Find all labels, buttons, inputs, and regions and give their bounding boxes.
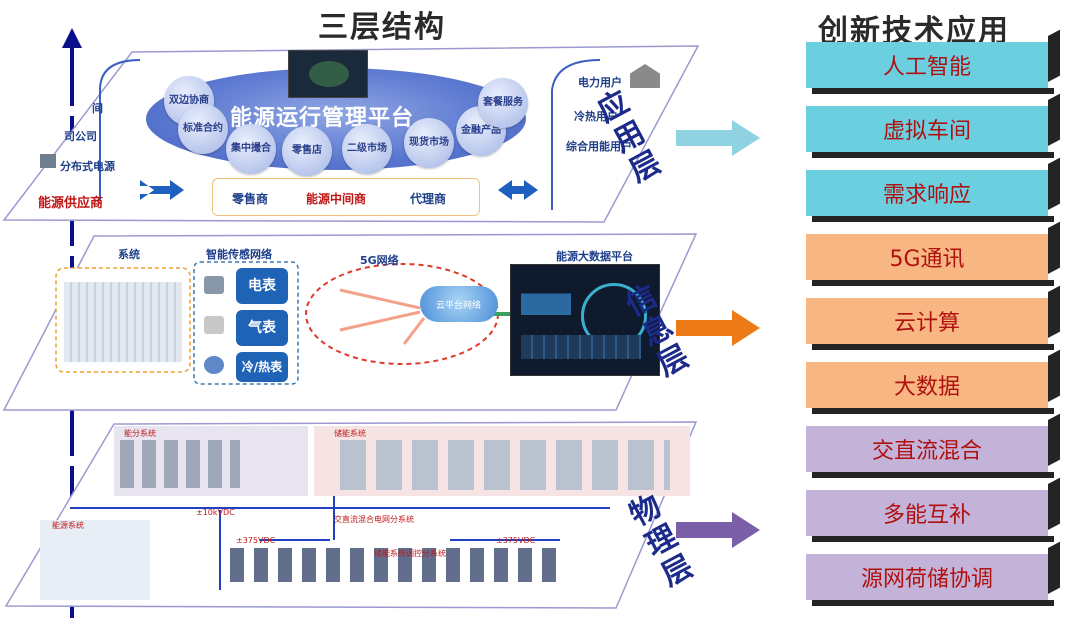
energy-supplier-label: 能源供应商 bbox=[38, 196, 104, 211]
right-label-integrated-user: 综合用能用户 bbox=[566, 140, 632, 153]
phys-layer-plane bbox=[4, 421, 698, 609]
bubble-central-matching: 集中撮合 bbox=[226, 124, 276, 174]
left-title: 三层结构 bbox=[318, 10, 446, 45]
bubble-package-service: 套餐服务 bbox=[478, 78, 528, 128]
electric-meter: 电表 bbox=[236, 268, 288, 304]
tech-ai-label: 人工智能 bbox=[882, 55, 971, 80]
net5g-label: 5G网络 bbox=[360, 254, 399, 267]
tech-cloud-computing-label: 云计算 bbox=[893, 311, 960, 336]
info-arrow bbox=[676, 310, 760, 346]
phys-label-5: 能源系统 bbox=[52, 521, 84, 530]
tech-ai: 人工智能 bbox=[806, 42, 1054, 94]
tech-acdc-hybrid: 交直流混合 bbox=[806, 426, 1054, 478]
cloud-icon bbox=[420, 286, 498, 322]
tech-demand-response: 需求响应 bbox=[806, 170, 1054, 222]
tech-demand-response-label: 需求响应 bbox=[882, 183, 971, 208]
phys-label-4: 储能系统调控分系统 bbox=[374, 549, 446, 558]
retailer-label: 零售商 bbox=[232, 192, 269, 206]
bubble-standard-contract: 标准合约 bbox=[178, 104, 228, 154]
phys-equipment-top-left bbox=[120, 440, 240, 488]
bubble-spot-market: 现货市场 bbox=[404, 118, 454, 168]
tech-big-data-label: 大数据 bbox=[893, 375, 960, 400]
distributed-power-icon bbox=[40, 154, 56, 168]
heat-meter: 冷/热表 bbox=[236, 352, 288, 382]
cloud-label: 云平台网络 bbox=[436, 301, 482, 311]
phys-equipment-bottom bbox=[230, 548, 560, 582]
left-label-2: 司公司 bbox=[64, 130, 97, 143]
gas-meter: 气表 bbox=[236, 310, 288, 346]
phys-equipment-top-right bbox=[340, 440, 670, 490]
left-label-3: 分布式电源 bbox=[60, 160, 115, 173]
platform-screenshot bbox=[288, 50, 368, 98]
tech-multi-energy: 多能互补 bbox=[806, 490, 1054, 542]
tech-acdc-hybrid-label: 交直流混合 bbox=[871, 439, 982, 464]
bubble-secondary-market: 二级市场 bbox=[342, 124, 392, 174]
intermediary-box bbox=[212, 178, 480, 216]
meter-icon-3 bbox=[204, 356, 224, 374]
right-label-power-user: 电力用户 bbox=[578, 76, 622, 89]
left-system-label: 系统 bbox=[118, 248, 140, 261]
sensor-network-label: 智能传感网络 bbox=[206, 248, 272, 261]
phys-label-2: 储能系统 bbox=[334, 429, 366, 438]
phys-label-3: 交直流混合电网分系统 bbox=[334, 515, 414, 524]
app-arrow bbox=[676, 120, 760, 156]
bigdata-dashboard bbox=[510, 264, 660, 376]
tech-source-grid-load-storage: 源网荷储协调 bbox=[806, 554, 1054, 606]
phys-label-6: ±375VDC bbox=[236, 536, 276, 545]
left-label-1: 间 bbox=[92, 102, 103, 115]
right-label-cooling-user: 冷热用户 bbox=[574, 110, 618, 123]
phys-arrow bbox=[676, 512, 760, 548]
tech-virtual-workshop-label: 虚拟车间 bbox=[882, 119, 971, 144]
left-system-diagram bbox=[64, 282, 182, 362]
phys-label-7: ±375VDC bbox=[496, 536, 536, 545]
meter-icon-2 bbox=[204, 316, 224, 334]
tech-big-data: 大数据 bbox=[806, 362, 1054, 414]
bubble-retail-store: 零售店 bbox=[282, 126, 332, 176]
tech-cloud-computing: 云计算 bbox=[806, 298, 1054, 350]
agent-label: 代理商 bbox=[410, 192, 447, 206]
tech-virtual-workshop: 虚拟车间 bbox=[806, 106, 1054, 158]
tech-5g: 5G通讯 bbox=[806, 234, 1054, 286]
phys-label-8: ±10kVDC bbox=[196, 508, 235, 517]
tech-5g-label: 5G通讯 bbox=[889, 247, 965, 272]
tech-multi-energy-label: 多能互补 bbox=[882, 503, 971, 528]
meter-icon-1 bbox=[204, 276, 224, 294]
phys-label-1: 能分系统 bbox=[124, 429, 156, 438]
bigdata-label: 能源大数据平台 bbox=[556, 250, 633, 263]
tech-source-grid-load-storage-label: 源网荷储协调 bbox=[860, 567, 993, 592]
energy-intermediary-label: 能源中间商 bbox=[306, 192, 367, 206]
